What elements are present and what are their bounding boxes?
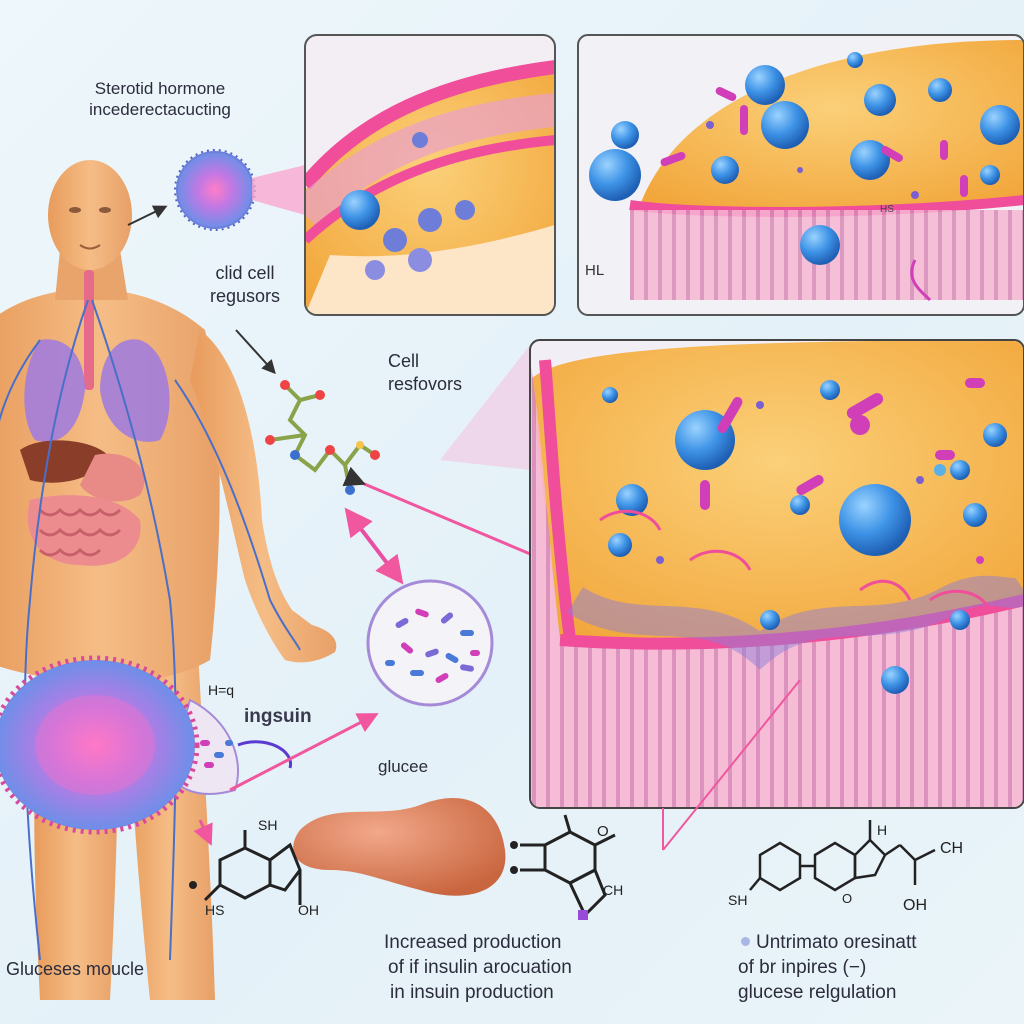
panel-membrane-top — [304, 34, 556, 316]
label-insulin: ingsuin — [244, 706, 312, 727]
label-cell-resfovors: Cell resfovors — [388, 350, 462, 395]
atom-dot-left — [189, 881, 197, 889]
ch-right-label: CH — [940, 840, 963, 857]
atom-dot-mid1 — [510, 841, 518, 849]
sh-right-label: SH — [728, 892, 747, 908]
panel-membrane-big — [529, 339, 1024, 809]
cell-line-2: regusors — [209, 285, 281, 306]
chemical-structure-middle — [520, 814, 616, 918]
right-line-2: of br inpires (−) — [738, 957, 867, 979]
pancreas-cell — [0, 655, 239, 835]
cell-line-1: clid cell — [215, 263, 275, 283]
title-line-2: incederectacucting — [89, 100, 231, 120]
chemical-structure-right — [749, 820, 936, 892]
arrow-to-molecule — [235, 329, 276, 375]
oh-left-label: OH — [298, 902, 319, 918]
mid-line-3: in insuin production — [390, 982, 554, 1004]
molecule-atoms — [265, 380, 380, 495]
atom-dot-mid2 — [510, 866, 518, 874]
label-glucose-regulation: Untrimato oresinatt of br inpires (−) gl… — [738, 930, 917, 1005]
glucose-circle — [366, 579, 494, 707]
right-line-3: glucese relgulation — [738, 982, 897, 1004]
hs-left-label: HS — [205, 902, 224, 918]
insulin-molecules — [200, 740, 233, 768]
h-right-label: H — [877, 822, 887, 838]
label-cell-receptors: clid cell regusors — [190, 262, 300, 307]
ch-mid-label: CH — [603, 882, 623, 898]
insulin-curve-arrow — [237, 740, 292, 769]
res-line-1: Cell — [388, 351, 420, 371]
res-line-2: resfovors — [388, 373, 463, 394]
arrow-from-panel — [342, 466, 536, 558]
sh-left-label: SH — [258, 817, 277, 833]
double-arrow — [344, 507, 404, 585]
arrow-down-left — [193, 819, 213, 846]
o-mid-label: O — [597, 823, 609, 840]
title-line-1: Sterotid hormone — [94, 79, 226, 98]
hs-panel-label: HS — [880, 204, 894, 215]
zoom-beam-big — [440, 345, 530, 470]
label-glucose-muscle: Gluceses moucle — [6, 959, 145, 979]
o-right-label: O — [842, 891, 852, 906]
bullet-dot — [741, 937, 750, 946]
steroid-cell-icon — [174, 149, 256, 231]
title-steroid-hormone: Sterotid hormone incederectacucting — [30, 78, 290, 121]
zoom-beam-top — [252, 165, 305, 215]
pointer-line-big — [662, 679, 801, 851]
liver-organ — [293, 797, 506, 896]
oh-right-label: OH — [903, 897, 927, 914]
mid-line-2: of if insulin arocuation — [388, 957, 572, 979]
hl-label: HL — [585, 262, 604, 279]
mid-line-1: Increased production — [384, 932, 562, 953]
chemical-structure-left — [203, 830, 302, 905]
atom-square-mid — [578, 910, 588, 920]
molecule-chain-icon — [269, 383, 377, 491]
right-line-1: Untrimato oresinatt — [756, 932, 917, 953]
label-glucose: glucee — [378, 757, 429, 776]
arrow-insulin-to-glucose — [229, 713, 379, 792]
h-insulin-label: H=q — [208, 682, 234, 698]
arrow-to-cell — [127, 205, 168, 226]
label-increased-production: Increased production of if insulin arocu… — [384, 930, 572, 1005]
panel-membrane-right — [577, 34, 1024, 316]
